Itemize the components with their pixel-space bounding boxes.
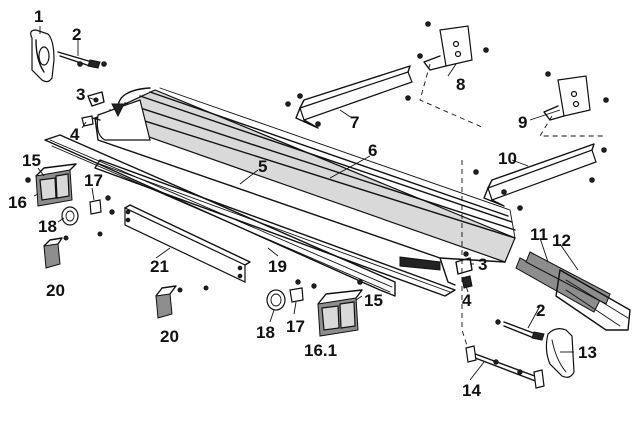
pin-2-top [57,51,107,69]
support-arm-7 [285,65,413,129]
wall-bracket-9 [543,71,609,121]
cover-plate-21 [124,204,251,283]
main-profile-6 [93,87,516,286]
callout-4-left: 4 [70,125,80,144]
callout-12: 12 [552,231,571,250]
callout-2-right: 2 [536,301,545,320]
leader-lines [33,26,579,381]
end-cap-1 [30,29,55,83]
callout-20-left: 20 [46,281,65,300]
callout-9: 9 [518,113,527,132]
callout-17-right: 17 [286,317,305,336]
end-cap-13 [545,328,575,378]
callout-18-right: 18 [256,323,275,342]
support-arm-10 [473,143,607,211]
clip-17-right [289,279,317,303]
assembly-line-8 [419,63,485,129]
callout-21: 21 [150,257,169,276]
wall-bracket-8 [417,21,489,71]
rotation-arrow [111,87,151,118]
callout-17-left: 17 [84,171,103,190]
callout-1: 1 [34,7,43,26]
assembly-line-9 [539,115,604,137]
callout-11: 11 [530,225,548,244]
callout-16-1: 16.1 [304,341,337,360]
callout-19: 19 [268,257,287,276]
reflector-18-left [61,206,79,226]
plug-4-right [461,275,473,289]
callout-20-right: 20 [160,327,179,346]
bracket-3-left [87,91,105,107]
callout-7: 7 [350,113,359,132]
lamp-16-left [25,163,77,207]
pin-2-right [495,319,545,341]
rod-14 [465,345,545,389]
callout-16: 16 [8,193,27,212]
bars-11-12 [515,251,631,331]
callout-8: 8 [456,75,465,94]
callout-3-left: 3 [76,85,85,104]
callout-2-top: 2 [72,25,81,44]
callout-6: 6 [368,141,377,160]
foot-20-right [155,285,209,319]
callout-15-right: 15 [364,291,383,310]
lamp-16-1-right [317,279,363,337]
callout-14: 14 [462,381,481,400]
lower-rail-19 [94,159,456,297]
bracket-3-right [455,251,473,275]
callout-5: 5 [258,157,267,176]
assembly-line-10 [461,160,471,356]
callout-18-left: 18 [38,217,57,236]
callout-4-right: 4 [462,291,472,310]
clip-17-left [89,195,115,215]
callout-3-right: 3 [478,255,487,274]
reflector-18-right [266,289,286,311]
callout-15-left: 15 [22,151,41,170]
callout-10: 10 [498,149,517,168]
callout-13: 13 [578,343,597,362]
foot-20-left [43,231,103,269]
